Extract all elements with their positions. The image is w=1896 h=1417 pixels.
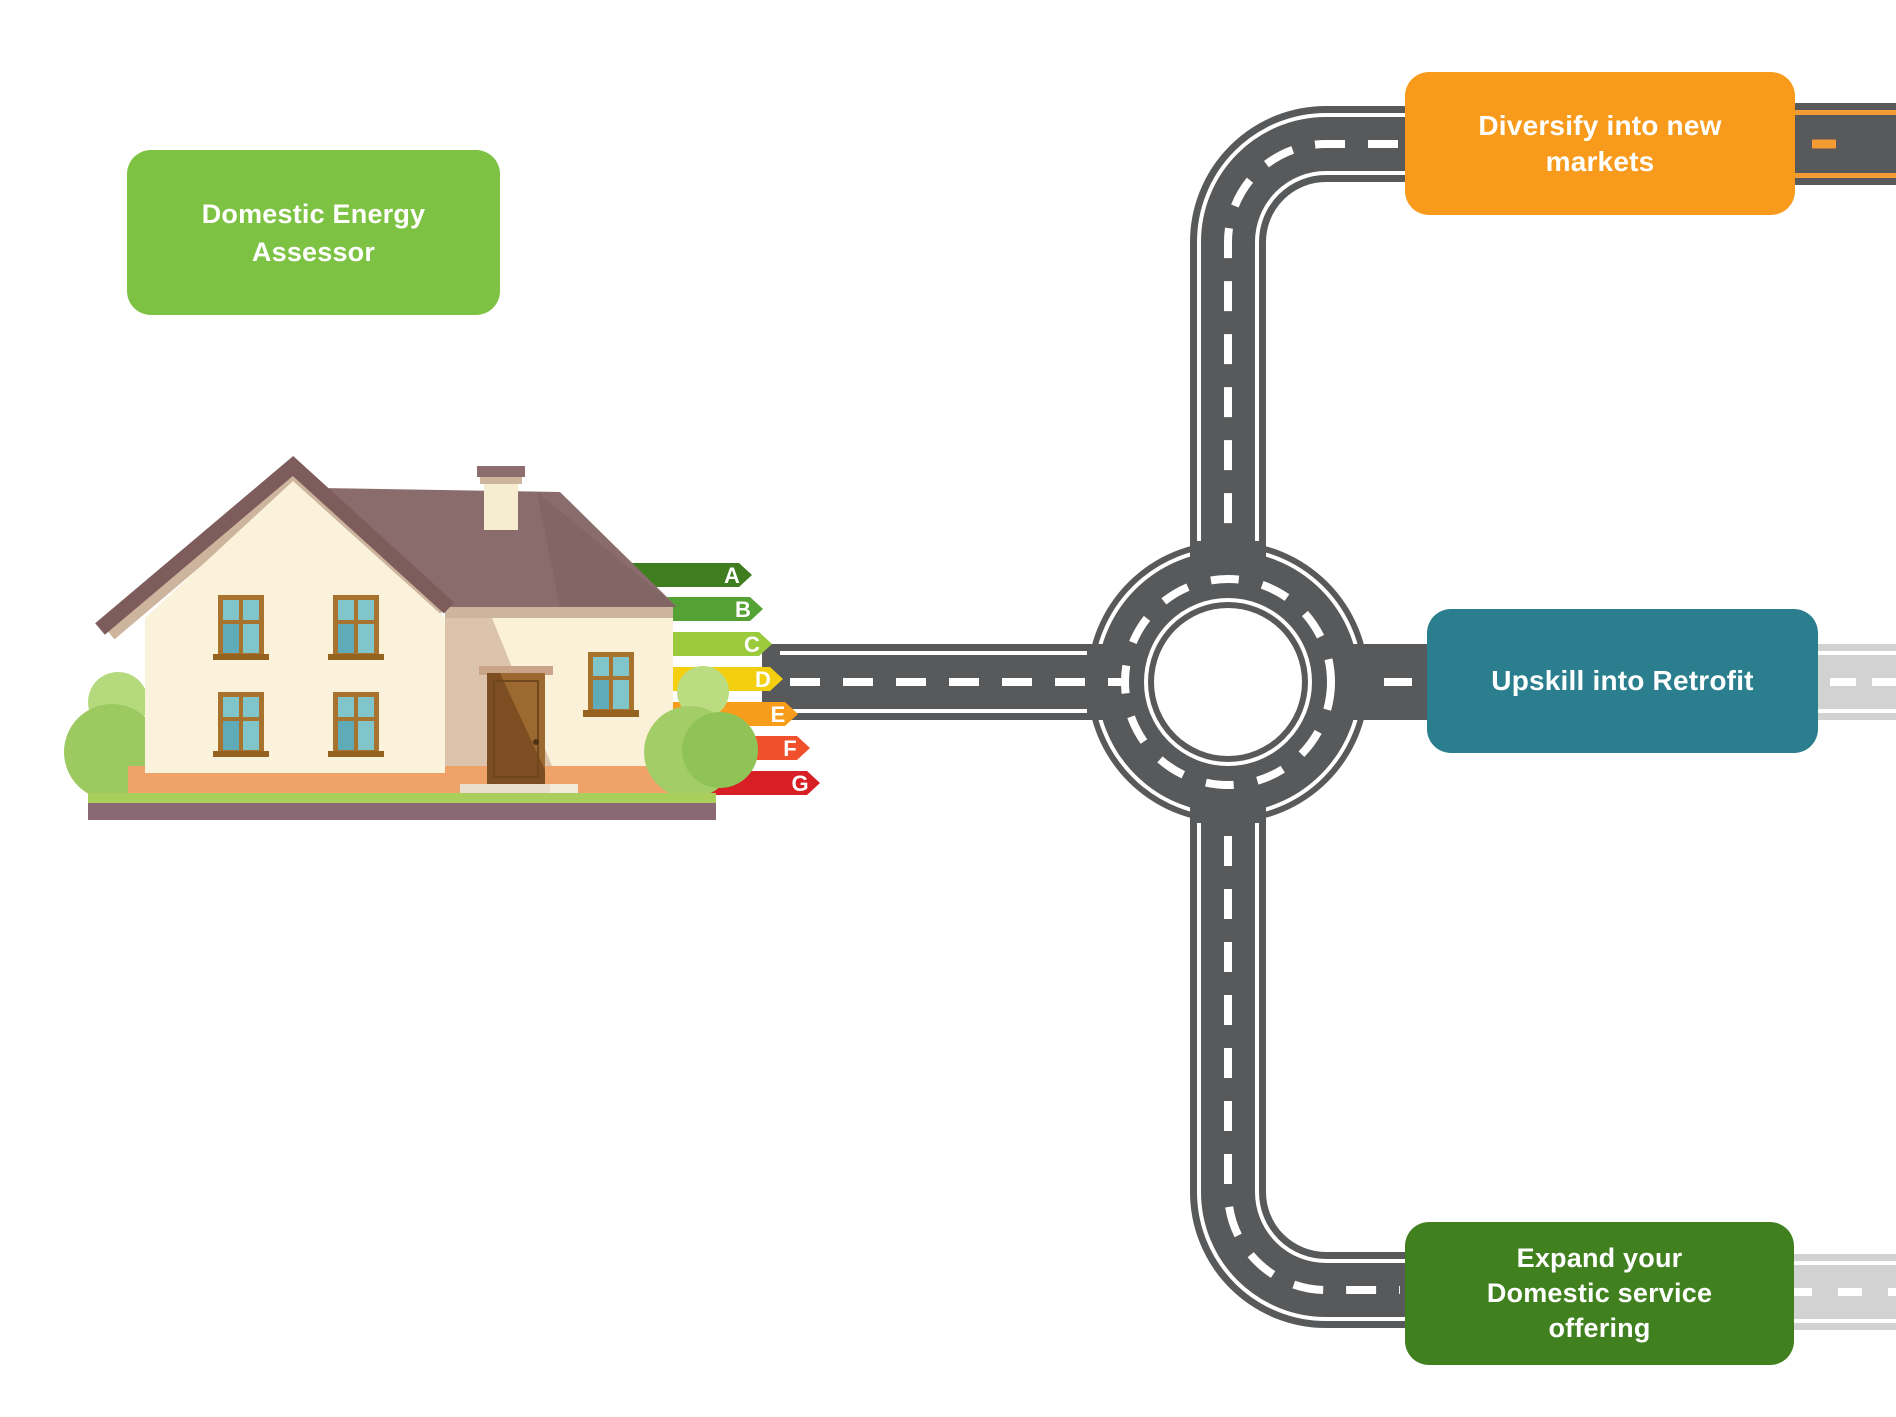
window-upper-right bbox=[328, 595, 384, 660]
ground-strip bbox=[88, 803, 716, 820]
house-illustration bbox=[64, 456, 758, 820]
window-wing bbox=[583, 652, 639, 717]
road-to-expand bbox=[1190, 800, 1410, 1328]
energy-rating-letter: A bbox=[724, 563, 740, 588]
energy-rating-letter: F bbox=[783, 736, 796, 761]
energy-rating-letter: C bbox=[744, 632, 760, 657]
road-center-dashes bbox=[1224, 836, 1400, 1294]
door-lintel bbox=[479, 666, 553, 675]
box-text-line: Expand your bbox=[1516, 1243, 1683, 1273]
destination-node-expand: Expand your Domestic service offering bbox=[1405, 1222, 1794, 1365]
roundabout-island bbox=[1154, 608, 1302, 756]
energy-rating-letter: D bbox=[755, 667, 771, 692]
grass-strip bbox=[88, 793, 716, 804]
road-to-diversify bbox=[1190, 106, 1410, 562]
window-upper-left bbox=[213, 595, 269, 660]
destination-node-diversify: Diversify into new markets bbox=[1405, 72, 1795, 215]
box-text-line: markets bbox=[1545, 145, 1655, 177]
road-center-dash bbox=[1384, 678, 1412, 686]
box-text-line: offering bbox=[1548, 1313, 1651, 1343]
gable-roof bbox=[95, 456, 455, 640]
bush-right bbox=[644, 666, 758, 798]
energy-rating-letter: G bbox=[791, 771, 808, 796]
energy-rating-letter: E bbox=[771, 702, 786, 727]
start-node-domestic-energy-assessor: Domestic Energy Assessor bbox=[127, 150, 500, 315]
road-to-upskill bbox=[1349, 644, 1437, 720]
front-door bbox=[479, 666, 553, 785]
roundabout-inner-line bbox=[1144, 598, 1312, 766]
box-text-line: Diversify into new bbox=[1478, 109, 1722, 141]
box-text-line: Assessor bbox=[251, 236, 376, 267]
roundabout-markings bbox=[1121, 575, 1335, 789]
window-lower-left bbox=[213, 692, 269, 757]
roundabout-lane-dashes bbox=[1121, 575, 1335, 789]
box-text-line: Domestic Energy bbox=[201, 198, 426, 229]
energy-rating-letter: B bbox=[735, 597, 751, 622]
window-lower-right bbox=[328, 692, 384, 757]
box-text-line: Domestic service bbox=[1486, 1278, 1713, 1308]
box-text-line: Upskill into Retrofit bbox=[1491, 665, 1754, 696]
door-step-side bbox=[550, 784, 578, 795]
destination-node-upskill: Upskill into Retrofit bbox=[1427, 609, 1818, 753]
main-roof-shade bbox=[537, 492, 677, 607]
chimney bbox=[477, 466, 525, 530]
door-handle bbox=[533, 739, 539, 745]
